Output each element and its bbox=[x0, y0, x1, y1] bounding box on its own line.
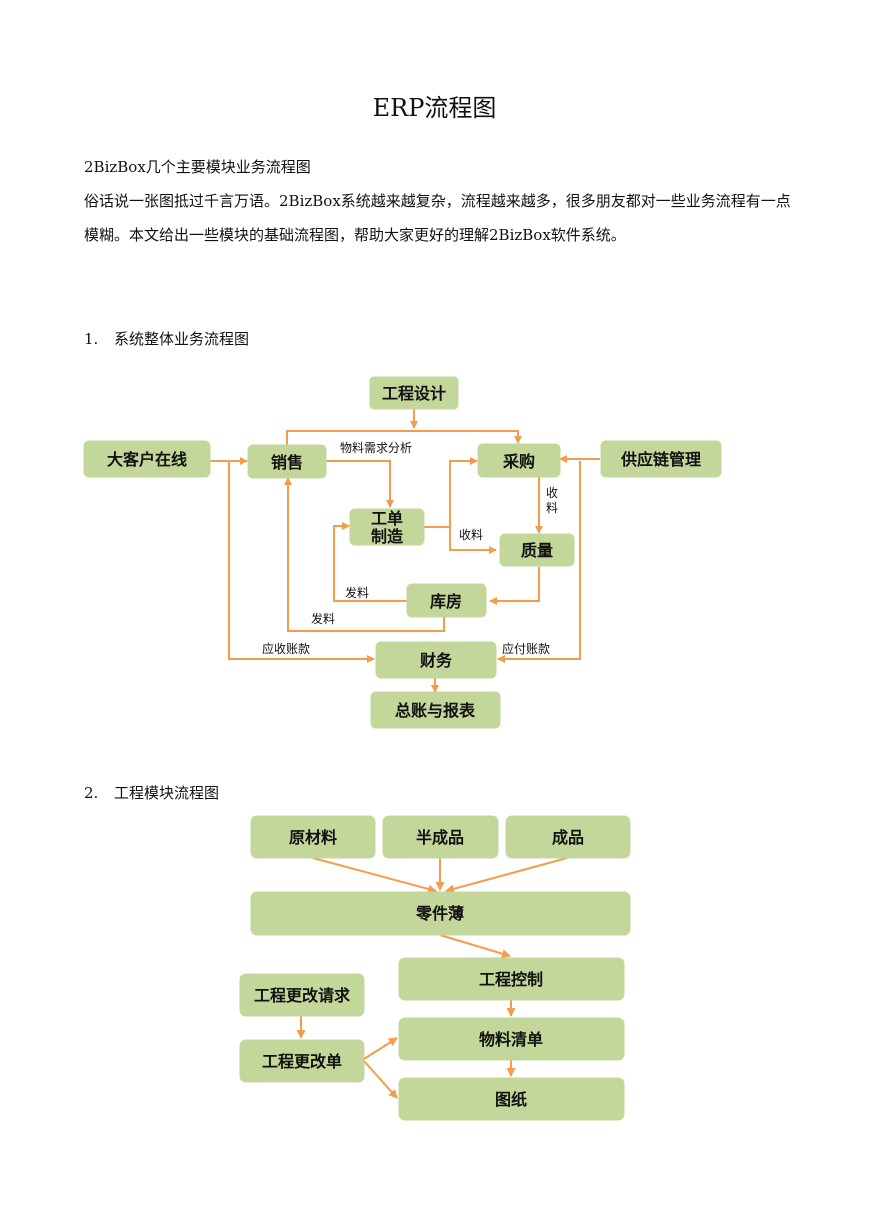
arrow-parts-control bbox=[439, 934, 511, 959]
label-receive-vertical-1: 收 bbox=[546, 486, 558, 500]
arrow-to-finance-receivable bbox=[228, 461, 375, 663]
svg-text:工程更改单: 工程更改单 bbox=[262, 1052, 342, 1071]
svg-text:工程设计: 工程设计 bbox=[382, 384, 446, 403]
node-change-order: 工程更改单 bbox=[239, 1039, 365, 1083]
node-drawing: 图纸 bbox=[398, 1077, 625, 1121]
node-engineering-design: 工程设计 bbox=[369, 376, 459, 410]
node-supply-chain: 供应链管理 bbox=[600, 440, 722, 478]
arrow-workorder-purchasing bbox=[424, 457, 478, 528]
svg-text:零件薄: 零件薄 bbox=[415, 904, 464, 923]
node-finished: 成品 bbox=[505, 815, 631, 859]
engineering-connectors bbox=[296, 857, 568, 1099]
section-heading-2: 2. 工程模块流程图 bbox=[84, 776, 219, 810]
label-receive-vertical-2: 料 bbox=[546, 501, 558, 515]
arrow-sales-workorder bbox=[326, 460, 394, 508]
node-purchasing: 采购 bbox=[477, 443, 561, 478]
intro-paragraph: 俗话说一张图抵过千言万语。2BizBox系统越来越复杂，流程越来越多，很多朋友都… bbox=[84, 192, 791, 244]
arrow-warehouse-sales bbox=[284, 477, 445, 632]
svg-text:工程更改请求: 工程更改请求 bbox=[254, 986, 351, 1005]
label-issue-lower: 发料 bbox=[311, 611, 335, 626]
arrow-order-bom bbox=[363, 1037, 398, 1060]
svg-text:半成品: 半成品 bbox=[416, 828, 464, 847]
intro-subtitle: 2BizBox几个主要模块业务流程图 bbox=[84, 158, 311, 176]
label-payable: 应付账款 bbox=[502, 641, 550, 656]
flow-connectors bbox=[210, 409, 600, 693]
node-warehouse: 库房 bbox=[406, 583, 487, 618]
node-raw-material: 原材料 bbox=[250, 815, 376, 859]
svg-text:库房: 库房 bbox=[430, 592, 462, 611]
node-ledger: 总账与报表 bbox=[370, 691, 501, 729]
svg-text:工程控制: 工程控制 bbox=[479, 970, 543, 989]
arrow-warehouse-workorder bbox=[333, 522, 407, 602]
node-semi-finished: 半成品 bbox=[382, 815, 499, 859]
node-sales: 销售 bbox=[247, 444, 327, 479]
node-finance: 财务 bbox=[375, 641, 497, 679]
section-number: 2. bbox=[84, 784, 99, 802]
label-receivable: 应收账款 bbox=[262, 641, 310, 656]
arrow-order-drawing bbox=[363, 1060, 398, 1099]
label-issue-upper: 发料 bbox=[345, 585, 369, 600]
node-parts-book: 零件薄 bbox=[250, 891, 631, 936]
section-heading-1: 1. 系统整体业务流程图 bbox=[84, 322, 249, 356]
svg-text:工单: 工单 bbox=[371, 509, 403, 528]
arrow-finished-parts bbox=[445, 857, 568, 894]
svg-text:大客户在线: 大客户在线 bbox=[107, 450, 187, 469]
node-big-customer: 大客户在线 bbox=[83, 440, 211, 478]
node-quality: 质量 bbox=[499, 533, 575, 567]
svg-text:质量: 质量 bbox=[521, 541, 553, 560]
label-material-analysis: 物料需求分析 bbox=[340, 441, 412, 455]
node-engineering-control: 工程控制 bbox=[398, 957, 625, 1001]
arrow-to-purchasing bbox=[286, 430, 522, 445]
svg-text:采购: 采购 bbox=[502, 452, 535, 471]
node-bom: 物料清单 bbox=[398, 1017, 625, 1061]
svg-text:销售: 销售 bbox=[271, 453, 303, 472]
arrow-quality-warehouse bbox=[489, 567, 540, 605]
svg-text:成品: 成品 bbox=[552, 828, 584, 847]
svg-text:总账与报表: 总账与报表 bbox=[395, 701, 476, 720]
section-label: 系统整体业务流程图 bbox=[114, 330, 250, 348]
section-number: 1. bbox=[84, 330, 99, 348]
page-title: ERP流程图 bbox=[372, 94, 497, 122]
svg-text:财务: 财务 bbox=[419, 651, 453, 670]
label-receive-horizontal: 收料 bbox=[459, 528, 483, 542]
svg-text:制造: 制造 bbox=[371, 527, 404, 546]
arrow-raw-parts bbox=[312, 857, 437, 894]
svg-text:物料清单: 物料清单 bbox=[479, 1030, 543, 1049]
node-change-request: 工程更改请求 bbox=[239, 973, 365, 1017]
node-work-order: 工单 制造 bbox=[349, 508, 425, 546]
section-label: 工程模块流程图 bbox=[114, 784, 220, 802]
svg-text:供应链管理: 供应链管理 bbox=[620, 450, 701, 469]
svg-text:原材料: 原材料 bbox=[289, 828, 337, 847]
svg-text:图纸: 图纸 bbox=[495, 1090, 527, 1109]
arrow-to-finance-payable bbox=[497, 461, 581, 663]
arrow-to-quality bbox=[449, 527, 497, 554]
